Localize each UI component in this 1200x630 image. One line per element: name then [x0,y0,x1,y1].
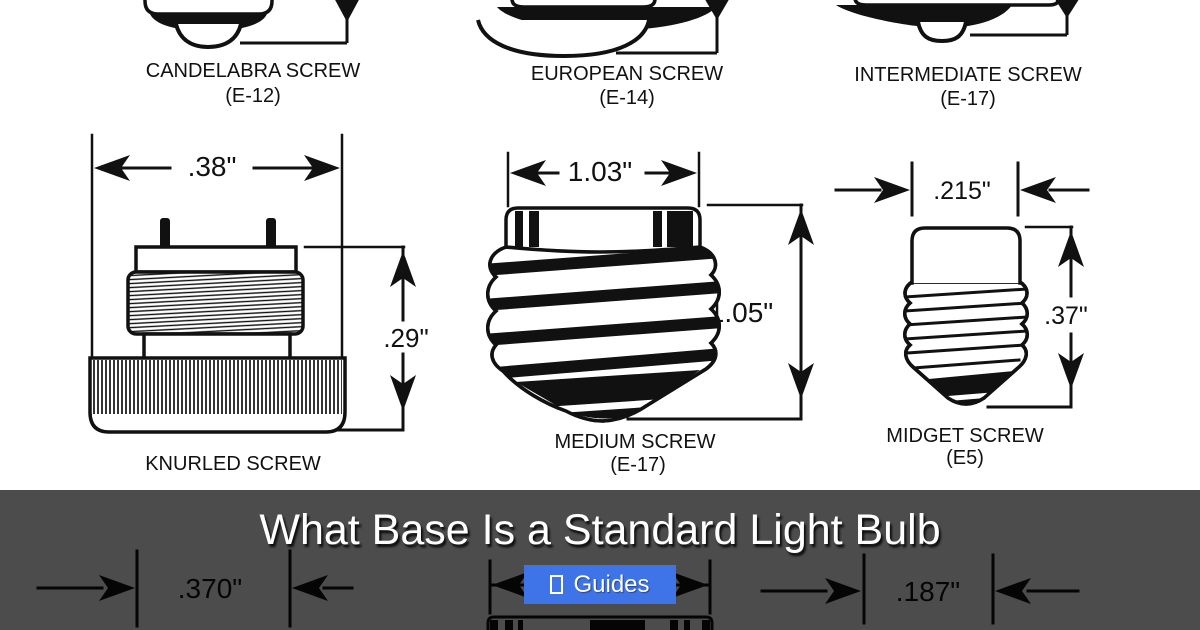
dim-medium-width: 1.03" [567,156,633,187]
dim-knurled-height: .29" [383,323,429,353]
dim-midget-height: .37" [1044,302,1088,330]
candelabra-label: CANDELABRA SCREW [145,60,361,82]
midget-label: MIDGET SCREW [886,425,1044,447]
european-code: (E-14) [599,87,655,109]
intermediate-code: (E-17) [940,88,996,110]
intermediate-label: INTERMEDIATE SCREW [854,64,1082,86]
midget-screw-drawing [834,161,1090,409]
candelabra-code: (E-12) [225,85,281,107]
banner-overlay [0,490,1200,630]
european-label: EUROPEAN SCREW [530,63,724,85]
midget-code: (E5) [946,447,984,469]
guides-button-label: Guides [573,570,650,598]
dim-medium-height: 1.05" [708,297,774,328]
medium-screw-drawing [486,151,814,423]
guides-icon [550,575,564,594]
knurled-label: KNURLED SCREW [145,453,321,475]
medium-label: MEDIUM SCREW [554,431,716,453]
candelabra-screw-drawing [143,0,359,50]
medium-code: (E-17) [610,454,666,476]
knurled-screw-drawing [88,133,416,434]
dim-knurled-width: .38" [187,151,237,182]
page-title: What Base Is a Standard Light Bulb [259,506,941,554]
guides-button[interactable]: Guides [524,565,676,604]
intermediate-screw-drawing [836,0,1079,44]
european-screw-drawing [476,0,729,59]
dim-midget-width: .215" [933,177,991,205]
